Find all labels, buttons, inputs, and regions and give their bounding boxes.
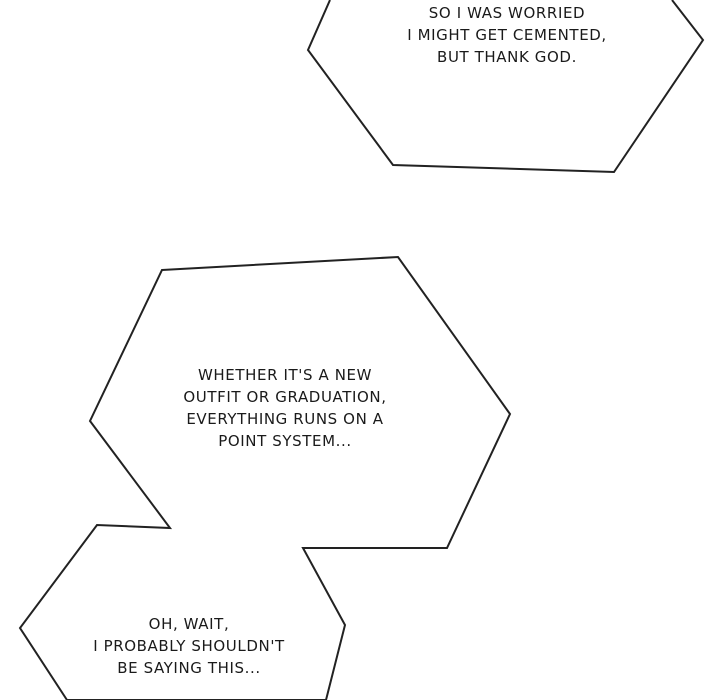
speech-bubble-top bbox=[306, 0, 705, 174]
speech-text-top: SO I WAS WORRIED I MIGHT GET CEMENTED, B… bbox=[407, 2, 607, 68]
speech-line: OH, WAIT, bbox=[148, 615, 230, 633]
speech-bubble-middle-bottom bbox=[18, 255, 512, 700]
speech-line: WHETHER IT'S A NEW bbox=[197, 366, 373, 384]
speech-line: POINT SYSTEM... bbox=[218, 432, 352, 450]
speech-text-middle: WHETHER IT'S A NEW OUTFIT OR GRADUATION,… bbox=[183, 364, 386, 452]
speech-line: OUTFIT OR GRADUATION, bbox=[183, 388, 387, 406]
speech-line: EVERYTHING RUNS ON A bbox=[186, 410, 384, 428]
speech-line: I MIGHT GET CEMENTED, bbox=[407, 26, 607, 44]
speech-line: BUT THANK GOD. bbox=[437, 48, 577, 66]
speech-line: I PROBABLY SHOULDN'T bbox=[93, 637, 285, 655]
speech-line: BE SAYING THIS... bbox=[117, 659, 261, 677]
speech-line: SO I WAS WORRIED bbox=[428, 4, 586, 22]
speech-text-bottom: OH, WAIT, I PROBABLY SHOULDN'T BE SAYING… bbox=[93, 613, 285, 679]
